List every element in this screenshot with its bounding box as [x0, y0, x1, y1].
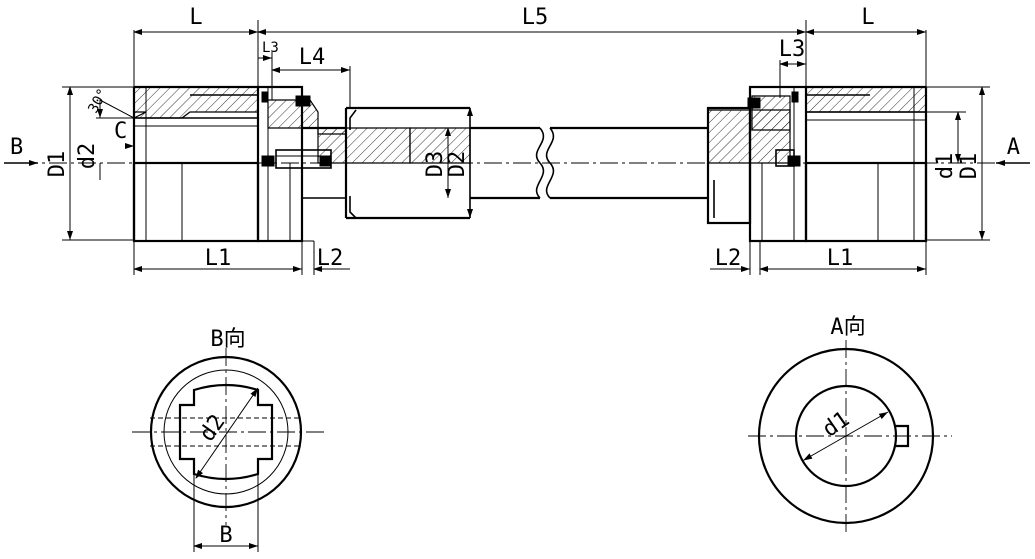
view-arrow-A: A — [1007, 135, 1020, 160]
dim-L-left: L — [189, 5, 202, 30]
view-arrow-B: B — [10, 135, 23, 160]
dim-L3-right: L3 — [779, 37, 806, 62]
dimensions — [4, 20, 1030, 275]
dim-D2: D2 — [445, 151, 470, 178]
dim-angle: 30° — [85, 86, 111, 116]
dim-L1-right: L1 — [827, 246, 854, 271]
right-hub — [748, 85, 928, 243]
dim-D1-right: D1 — [957, 153, 982, 180]
view-A-end: A向 d1 — [748, 315, 952, 532]
dim-d1-view: d1 — [818, 407, 854, 443]
dim-L4: L4 — [299, 45, 326, 70]
dim-D1-left: D1 — [45, 151, 70, 178]
view-B-end: B向 d2 B — [132, 327, 325, 552]
dim-d2-left: d2 — [75, 143, 100, 170]
dim-L1-left: L1 — [205, 246, 232, 271]
view-B-title: B向 — [210, 327, 245, 352]
dim-L-right: L — [861, 5, 874, 30]
dim-L5: L5 — [522, 5, 549, 30]
dim-d2-view: d2 — [195, 410, 231, 446]
dim-L3-left: L3 — [262, 40, 279, 56]
left-hub — [132, 85, 304, 243]
dim-C: C — [114, 119, 127, 144]
dim-L2-left: L2 — [317, 246, 344, 271]
view-A-title: A向 — [830, 315, 865, 340]
dim-d1-right: d1 — [933, 153, 958, 180]
dim-L2-right: L2 — [715, 246, 742, 271]
main-elevation-view: L L5 L L3 L4 L3 30° C B A D1 d2 D3 D2 d1… — [4, 5, 1030, 275]
left-hub-section — [133, 86, 259, 119]
dim-B-view: B — [219, 523, 232, 548]
dim-D3: D3 — [423, 151, 448, 178]
